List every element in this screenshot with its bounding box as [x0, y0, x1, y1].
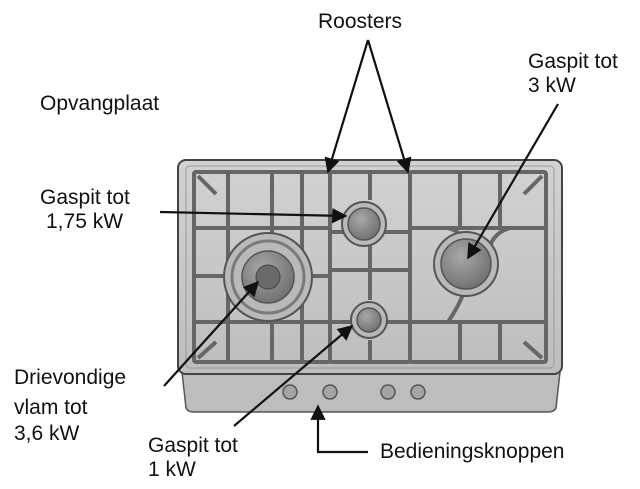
gas-burner-icon-triple — [223, 232, 313, 322]
control-knob-icons — [282, 384, 426, 400]
label-roosters: Roosters — [318, 10, 403, 33]
label-drievondige-line2: vlam tot — [14, 396, 88, 419]
label-gaspit-1-line2: 1 kW — [148, 458, 196, 481]
label-opvangplaat: Opvangplaat — [40, 92, 160, 115]
label-drievondige-line1: Drievondige — [14, 366, 127, 389]
control-knob-icon — [282, 384, 298, 400]
label-drievondige-line3: 3,6 kW — [14, 422, 80, 445]
control-knob-icon — [410, 384, 426, 400]
label-gaspit-1-line1: Gaspit tot — [148, 434, 238, 457]
gas-burner-icon-3 — [433, 231, 499, 297]
control-knob-icon — [380, 384, 396, 400]
label-bedieningsknoppen: Bedieningsknoppen — [380, 440, 565, 463]
control-knob-icon — [322, 384, 338, 400]
gas-burner-icon-1 — [350, 301, 388, 339]
label-gaspit-175-line2: 1,75 kW — [46, 210, 124, 233]
label-gaspit-175-line1: Gaspit tot — [40, 186, 130, 209]
label-gaspit-3-line1: Gaspit tot — [528, 50, 618, 73]
leader-lines — [159, 39, 559, 454]
label-gaspit-3-line2: 3 kW — [528, 74, 576, 97]
gas-burner-icon-175 — [341, 201, 387, 247]
